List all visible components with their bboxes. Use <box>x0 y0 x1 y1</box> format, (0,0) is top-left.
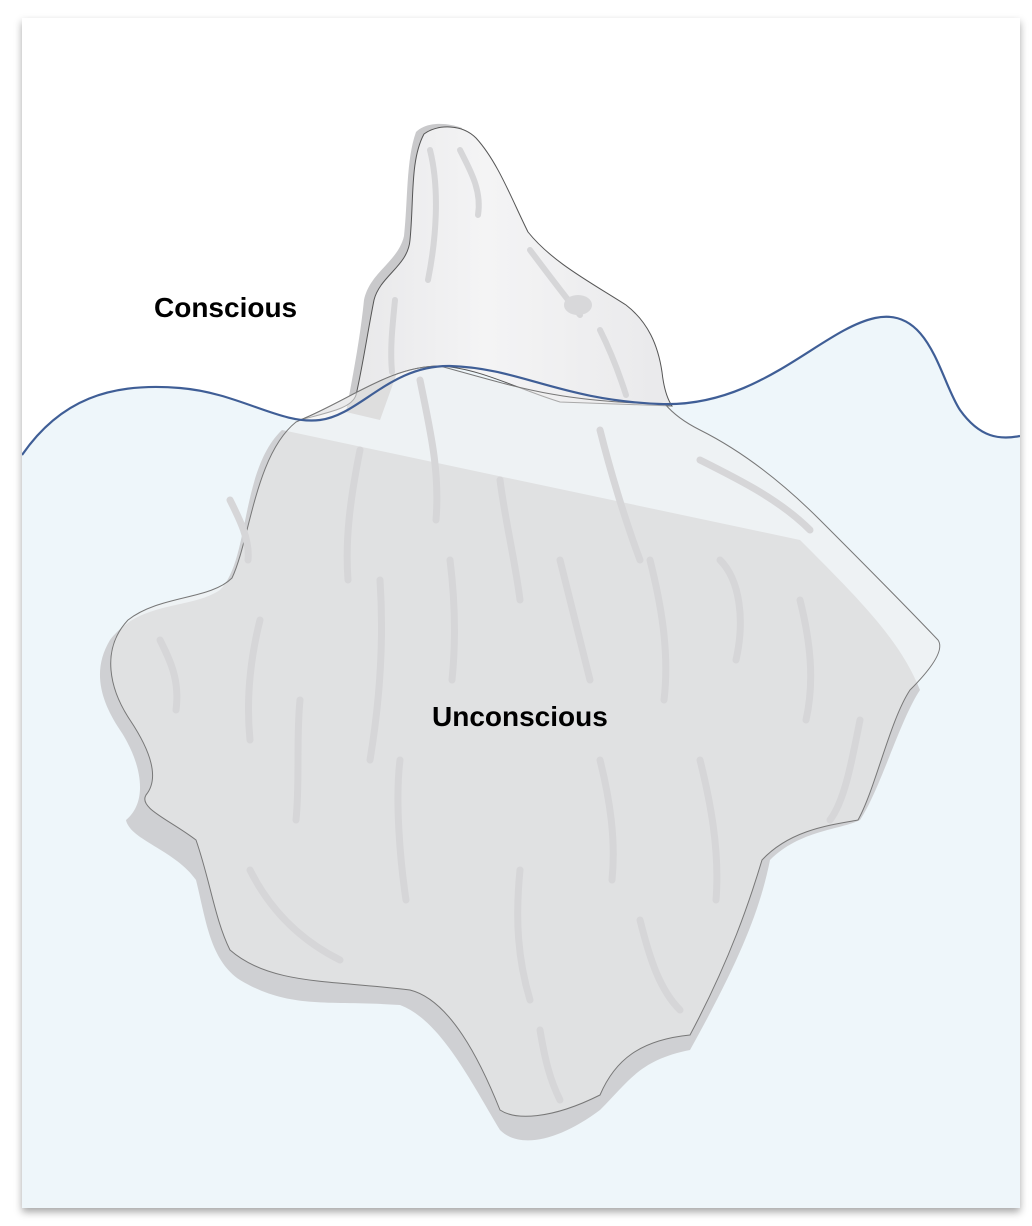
conscious-label: Conscious <box>154 292 298 323</box>
iceberg-body-creases <box>156 376 864 1104</box>
iceberg-tip-highlight <box>564 295 592 315</box>
unconscious-label: Unconscious <box>432 701 608 732</box>
waterline <box>22 315 1020 456</box>
iceberg-tip-creases <box>388 147 629 398</box>
iceberg-body <box>110 365 941 1117</box>
